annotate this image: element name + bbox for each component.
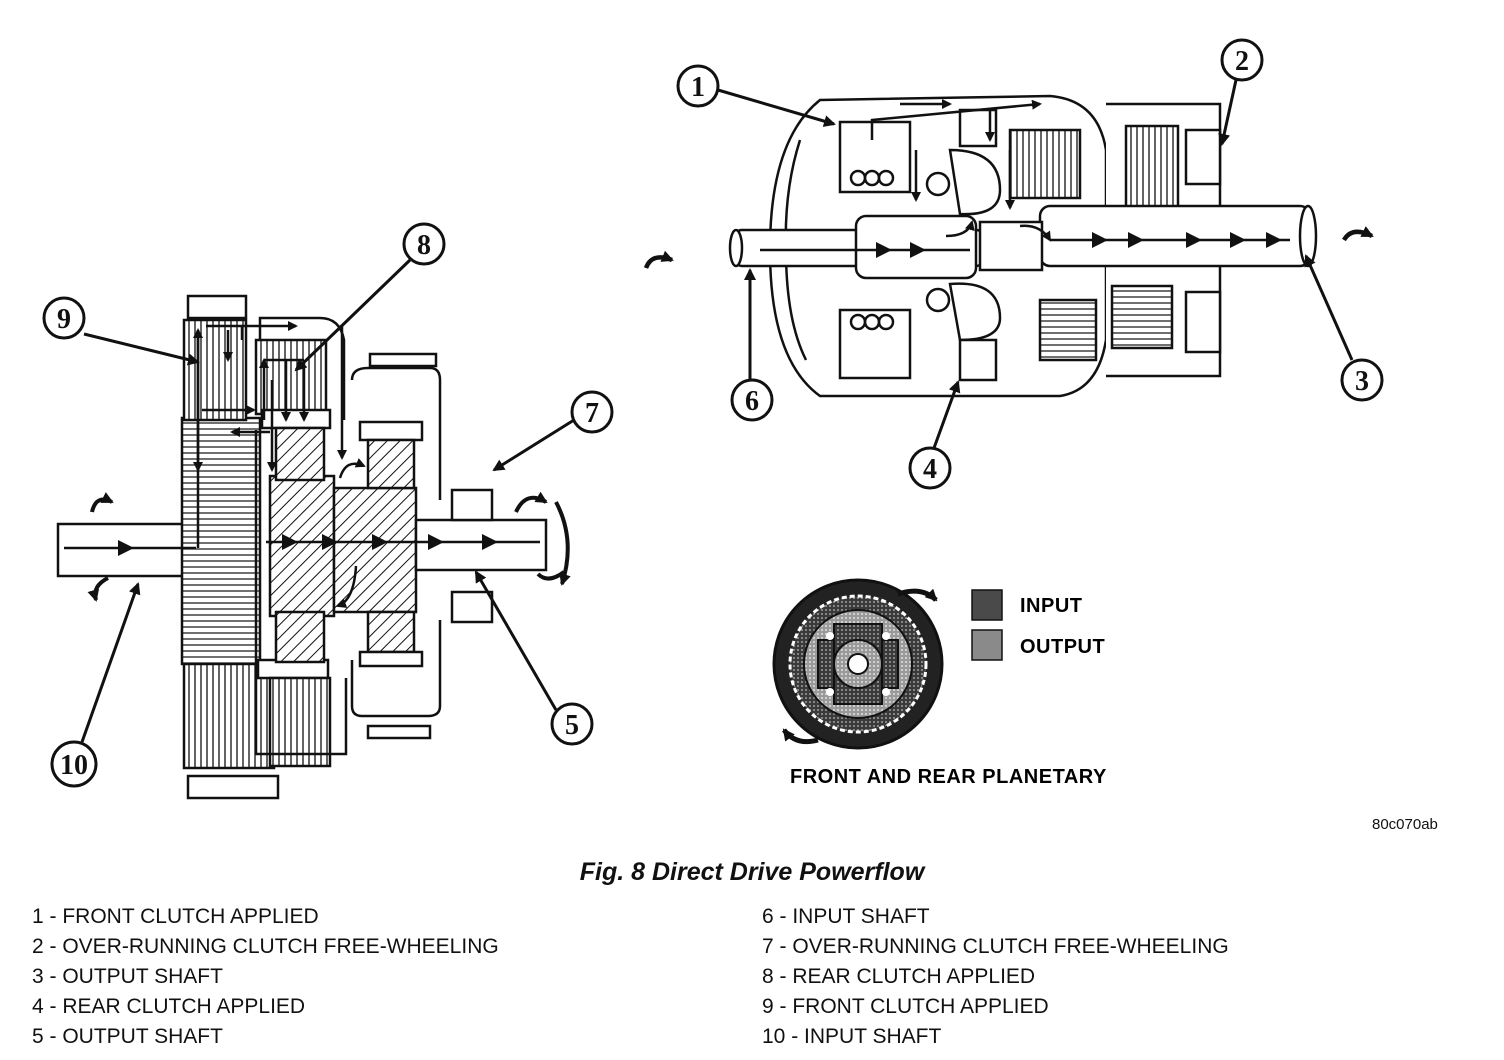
powerflow-diagram: INPUT OUTPUT FRONT AND REAR PLANETARY 1 … <box>42 38 1384 800</box>
figure-caption: Fig. 8 Direct Drive Powerflow <box>579 858 925 886</box>
cutaway-arrows <box>643 99 1374 269</box>
svg-text:5: 5 <box>565 710 579 741</box>
legend-item: 6 - INPUT SHAFT <box>762 905 930 928</box>
cutaway-section <box>643 94 1374 398</box>
figure-code: 80c070ab <box>1372 816 1438 833</box>
planetary-title: FRONT AND REAR PLANETARY <box>790 766 1107 788</box>
front-clutch-pack <box>182 318 248 422</box>
svg-text:2: 2 <box>1235 46 1249 77</box>
callouts: 1 2 3 4 5 6 7 <box>42 38 1384 788</box>
svg-text:3: 3 <box>1355 366 1369 397</box>
front-clutch-drum <box>180 416 262 666</box>
callout-4: 4 <box>908 380 961 490</box>
svg-text:1: 1 <box>691 72 705 103</box>
svg-text:10: 10 <box>60 750 88 781</box>
planet-carrier <box>332 486 418 614</box>
planetary-icon <box>772 578 944 750</box>
input-key-label: INPUT <box>1020 595 1083 617</box>
rear-ring-gear <box>358 420 424 442</box>
legend-item: 5 - OUTPUT SHAFT <box>32 1025 223 1048</box>
callout-6: 6 <box>730 268 774 422</box>
callout-5: 5 <box>474 570 594 746</box>
callout-9: 9 <box>42 296 200 366</box>
callout-2: 2 <box>1218 38 1264 146</box>
legend-item: 9 - FRONT CLUTCH APPLIED <box>762 995 1049 1018</box>
svg-text:6: 6 <box>745 386 759 417</box>
svg-text:4: 4 <box>923 454 937 485</box>
callout-7: 7 <box>492 390 614 472</box>
output-swatch <box>971 629 1003 661</box>
legend-item: 8 - REAR CLUTCH APPLIED <box>762 965 1036 988</box>
legend-item: 2 - OVER-RUNNING CLUTCH FREE-WHEELING <box>32 935 499 958</box>
callout-3: 3 <box>1304 254 1384 402</box>
legend-left: 1 - FRONT CLUTCH APPLIED 2 - OVER-RUNNIN… <box>32 902 499 1052</box>
legend-item: 10 - INPUT SHAFT <box>762 1025 942 1048</box>
svg-text:8: 8 <box>417 230 431 261</box>
over-running-clutch <box>450 488 494 522</box>
legend-item: 3 - OUTPUT SHAFT <box>32 965 223 988</box>
legend-item: 1 - FRONT CLUTCH APPLIED <box>32 905 319 928</box>
callout-1: 1 <box>676 64 836 127</box>
legend-item: 4 - REAR CLUTCH APPLIED <box>32 995 306 1018</box>
legend-item: 7 - OVER-RUNNING CLUTCH FREE-WHEELING <box>762 935 1229 958</box>
output-key-label: OUTPUT <box>1020 636 1105 658</box>
transmission-housing <box>258 316 442 718</box>
legend-right: 6 - INPUT SHAFT 7 - OVER-RUNNING CLUTCH … <box>762 902 1229 1052</box>
input-swatch <box>971 589 1003 621</box>
callout-10: 10 <box>50 582 141 788</box>
svg-text:7: 7 <box>585 398 599 429</box>
svg-text:9: 9 <box>57 304 71 335</box>
callout-8: 8 <box>294 222 446 372</box>
schematic-section <box>56 294 571 800</box>
